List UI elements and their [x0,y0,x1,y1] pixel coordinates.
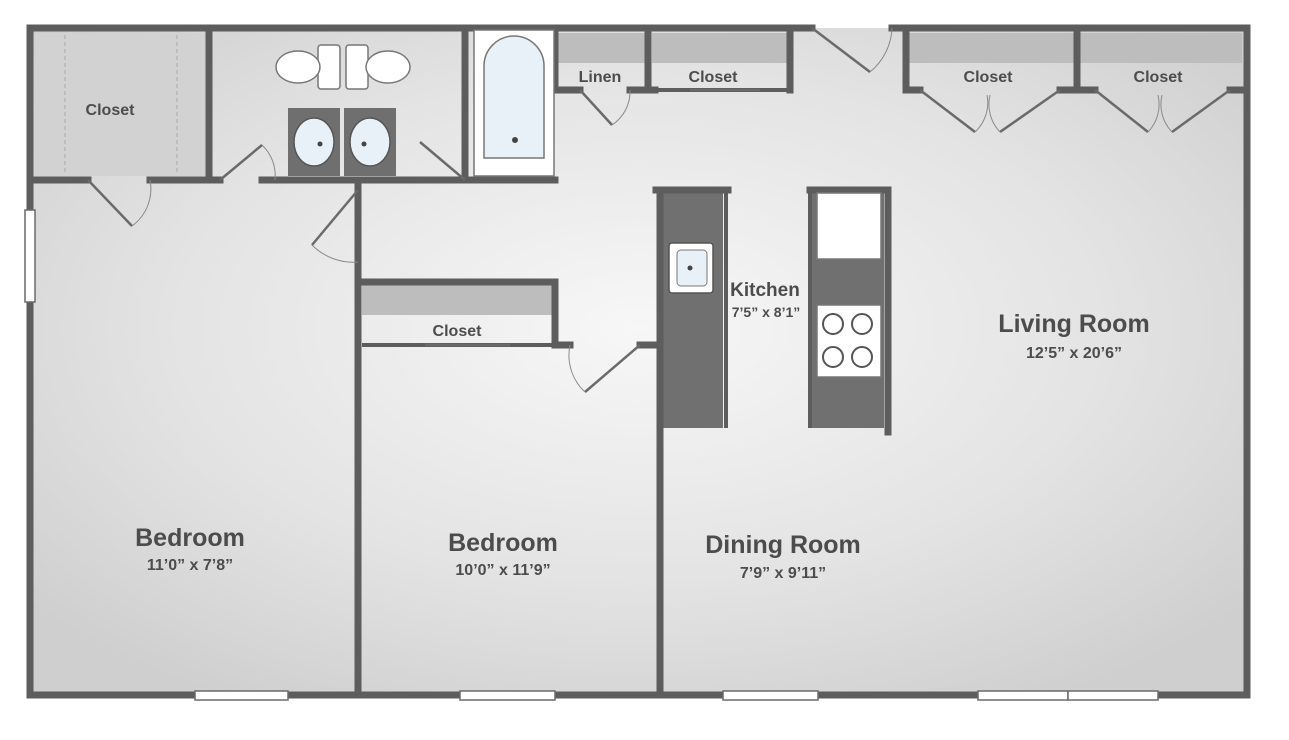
door-icon [568,344,641,393]
bedroom-2-closet-area [362,285,552,315]
door-icon [87,179,152,227]
door-icon [811,27,893,73]
living-closet-left-area [909,33,1074,63]
bedroom-1-closet-label: Closet [86,102,136,119]
floor-area [30,28,1247,695]
sink-icon [344,108,396,176]
bedroom-2-dimensions: 10’0” x 11’9” [455,562,550,579]
bedroom-1-dimensions: 11’0” x 7’8” [147,557,233,574]
hall-closet-area [652,33,787,63]
hall-closet-label: Closet [689,69,739,86]
kitchen-name: Kitchen [730,280,800,301]
toilet-icon [345,44,411,90]
sink-icon [668,242,714,294]
kitchen-counter-sink [661,190,723,428]
window-icon [194,690,289,701]
door-icon [419,141,466,181]
window-icon [722,690,819,701]
kitchen-dimensions: 7’5” x 8’1” [732,304,801,320]
bedroom-2-closet-label: Closet [433,323,483,340]
door-icon [1094,88,1231,134]
door-icon [919,88,1061,134]
living-closet-left-label: Closet [964,69,1014,86]
door-icon [219,144,276,181]
bathtub-icon [473,29,555,177]
stove-icon [816,304,882,378]
bedroom-2-name: Bedroom [448,529,558,557]
door-icon [311,189,359,263]
toilet-icon [275,44,341,90]
linen-closet-area [558,33,646,63]
living-closet-right-label: Closet [1134,69,1184,86]
window-icon [459,690,556,701]
living-room-dimensions: 12’5” x 20’6” [1026,345,1122,362]
dining-room-name: Dining Room [705,531,861,559]
bedroom-1-closet-area [35,33,207,176]
living-room-name: Living Room [998,310,1149,338]
dining-room-dimensions: 7’9” x 9’11” [740,565,826,582]
window-icon [1067,690,1159,701]
window-icon [24,209,36,303]
window-icon [977,690,1069,701]
living-closet-right-area [1080,33,1242,63]
sink-icon [288,108,340,176]
door-icon [579,89,631,126]
bedroom-1-name: Bedroom [135,524,245,552]
refrigerator-icon [816,192,882,260]
linen-label: Linen [579,69,622,86]
